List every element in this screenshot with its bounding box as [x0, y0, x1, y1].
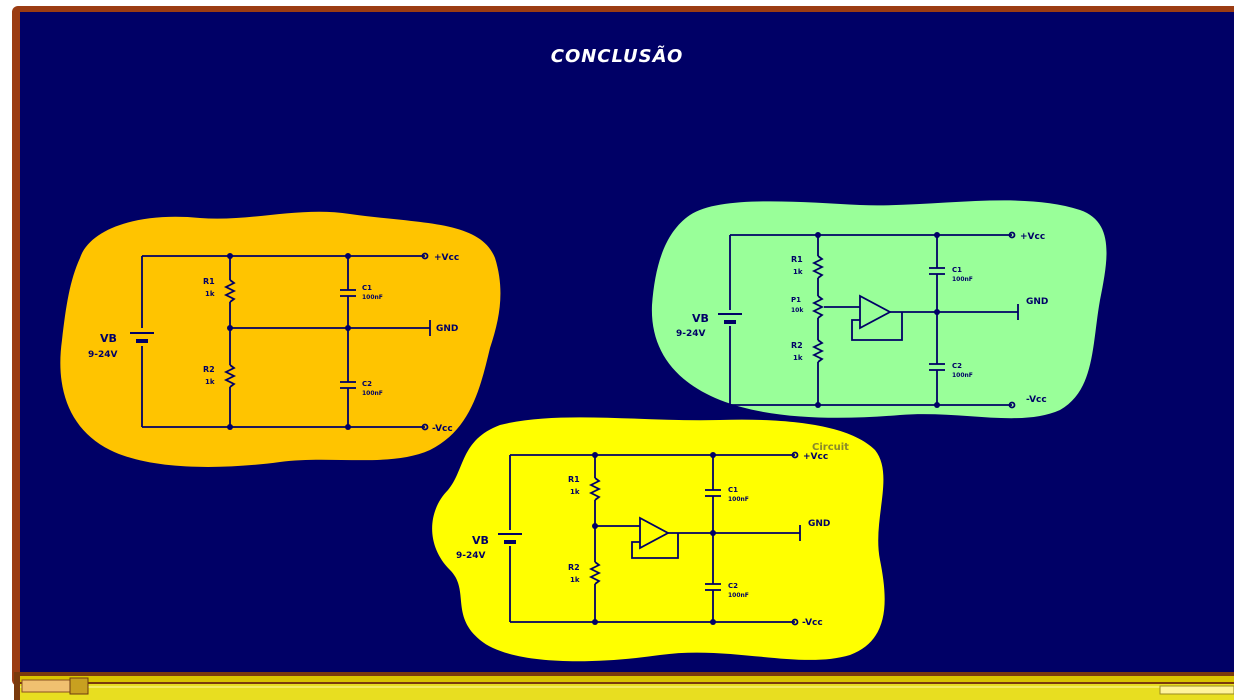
value-r2: 1k: [793, 354, 803, 362]
label-r1: R1: [203, 277, 215, 286]
label-battery: VB: [472, 534, 489, 547]
circuit-yellow: +Vcc GND -Vcc VB 9-24V R1 1k R2 1k C1 10…: [432, 417, 885, 662]
value-c1: 100nF: [952, 276, 973, 283]
label-r2: R2: [791, 341, 803, 350]
chalk-tray: [14, 672, 1234, 700]
chalk-icon: [69, 677, 89, 695]
circuit-green: +Vcc GND -Vcc VB 9-24V R1 1k P1 10k R2 1…: [651, 200, 1107, 419]
blob-orange: [60, 211, 501, 467]
label-vee: -Vcc: [1026, 395, 1047, 405]
label-r2: R2: [568, 563, 580, 572]
label-gnd: GND: [1026, 297, 1048, 307]
label-gnd: GND: [808, 519, 830, 529]
value-c2: 100nF: [952, 372, 973, 379]
label-c2: C2: [362, 380, 372, 388]
label-vcc: +Vcc: [434, 253, 459, 263]
page-title: CONCLUSÃO: [550, 46, 684, 67]
label-c1: C1: [362, 284, 372, 292]
label-battery-voltage: 9-24V: [88, 350, 118, 360]
value-r2: 1k: [570, 576, 580, 584]
label-r1: R1: [791, 255, 803, 264]
value-r1: 1k: [205, 290, 215, 298]
value-c2: 100nF: [728, 592, 749, 599]
label-c2: C2: [728, 582, 738, 590]
label-battery-voltage: 9-24V: [456, 551, 486, 561]
value-r1: 1k: [793, 268, 803, 276]
eraser-icon: [21, 679, 71, 693]
blob-green: [651, 200, 1107, 419]
label-gnd: GND: [436, 324, 458, 334]
value-c1: 100nF: [362, 294, 383, 301]
label-c2: C2: [952, 362, 962, 370]
value-c1: 100nF: [728, 496, 749, 503]
label-battery-voltage: 9-24V: [676, 329, 706, 339]
label-vee: -Vcc: [432, 424, 453, 434]
label-r2: R2: [203, 365, 215, 374]
label-c1: C1: [728, 486, 738, 494]
label-vee: -Vcc: [802, 618, 823, 628]
value-r1: 1k: [570, 488, 580, 496]
label-battery: VB: [100, 332, 117, 345]
value-c2: 100nF: [362, 390, 383, 397]
label-p1: P1: [791, 296, 801, 304]
label-battery: VB: [692, 312, 709, 325]
chalk-stick-icon: [1159, 685, 1234, 695]
blob-yellow: [432, 417, 885, 662]
label-c1: C1: [952, 266, 962, 274]
value-r2: 1k: [205, 378, 215, 386]
label-vcc: +Vcc: [1020, 232, 1045, 242]
overlay-text: Circuit: [812, 442, 849, 453]
label-vcc: +Vcc: [803, 452, 828, 462]
circuit-orange: +Vcc GND -Vcc VB 9-24V R1 1k R2 1k C1 10…: [60, 211, 501, 467]
value-p1: 10k: [791, 307, 804, 314]
label-r1: R1: [568, 475, 580, 484]
